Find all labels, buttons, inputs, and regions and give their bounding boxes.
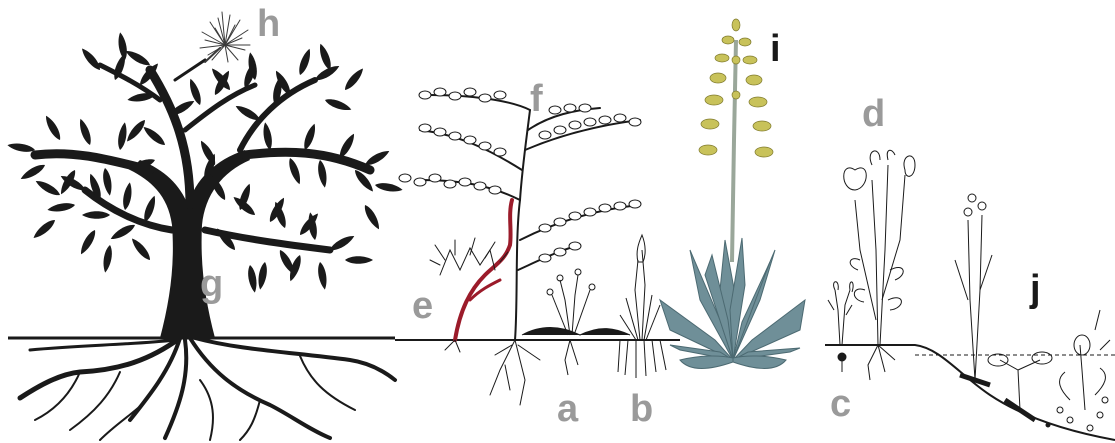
agave-i-icon xyxy=(660,19,805,369)
poppy-group xyxy=(825,150,1115,440)
label-j: j xyxy=(1030,270,1041,308)
label-i: i xyxy=(770,30,781,68)
tree-g-icon xyxy=(7,32,403,440)
shrub-f-icon xyxy=(420,95,640,405)
slope-j-icon xyxy=(955,194,1110,431)
grass-b-icon xyxy=(618,235,666,378)
label-d: d xyxy=(862,95,885,133)
label-c: c xyxy=(830,385,851,423)
tree-roots xyxy=(20,338,395,440)
label-h: h xyxy=(257,5,280,43)
agave-stalk xyxy=(732,40,736,262)
label-b: b xyxy=(630,390,653,428)
shrub-group xyxy=(395,88,680,405)
label-g: g xyxy=(200,265,223,303)
tree-branches xyxy=(35,60,370,250)
label-f: f xyxy=(530,80,543,118)
label-a: a xyxy=(557,390,578,428)
mistletoe-h-icon xyxy=(200,12,250,62)
shrub-f-foliage xyxy=(399,88,641,262)
label-e: e xyxy=(412,287,433,325)
seedling-c-icon xyxy=(828,282,853,372)
slope-ground-line xyxy=(825,345,1115,440)
liana-e-icon xyxy=(430,200,512,352)
